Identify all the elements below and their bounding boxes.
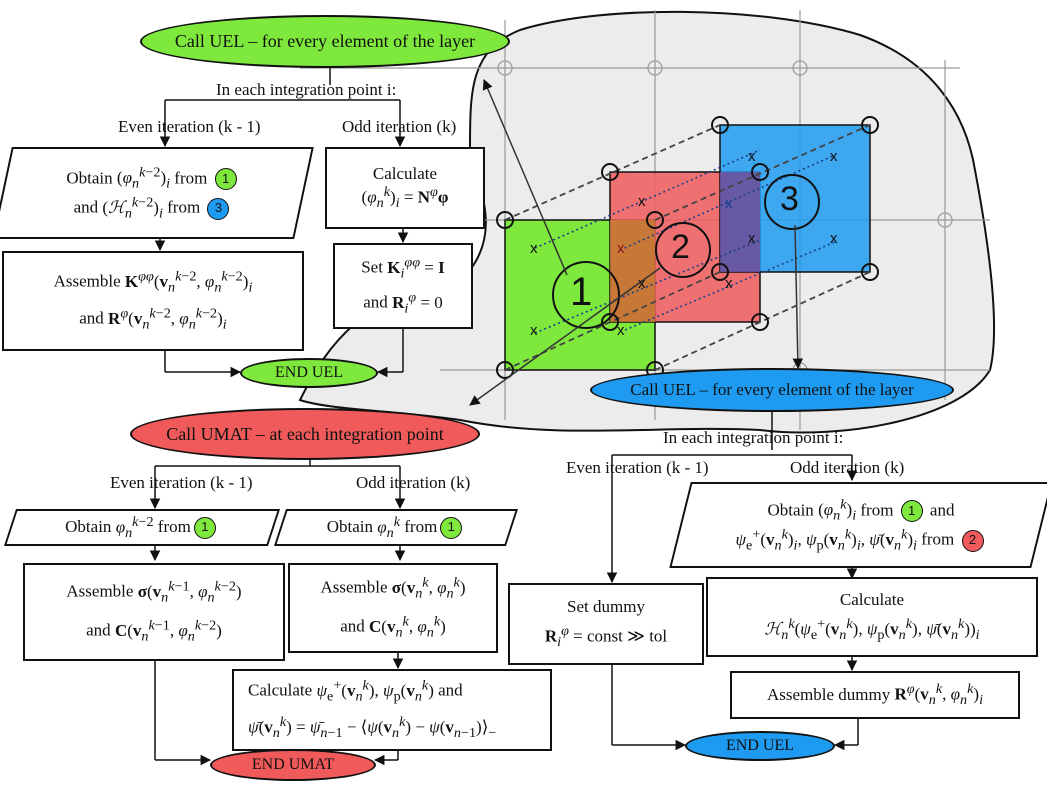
set-identity-box: Set Kiφφ = I and Riφ = 0 xyxy=(333,243,473,329)
right-connectors xyxy=(606,410,859,751)
obtain-line-1: Obtain (φnk−2)i from 1 xyxy=(66,164,239,193)
x-marker: x xyxy=(638,275,646,292)
element-nodes xyxy=(496,116,879,379)
badge-1: 1 xyxy=(440,516,463,539)
overlap-2-3 xyxy=(720,172,760,272)
set-dummy-box: Set dummy Riφ = const ≫ tol xyxy=(508,583,704,665)
end-uel-blue: END UEL xyxy=(685,731,835,761)
x-marker: x xyxy=(638,193,646,210)
assemble-stiffness-box: Assemble Kφφ(vnk−2, φnk−2)i and Rφ(vnk−2… xyxy=(2,251,304,351)
badge-2: 2 xyxy=(961,529,984,552)
uel-green-header: Call UEL – for every element of the laye… xyxy=(140,15,510,68)
x-marker: x xyxy=(617,240,625,257)
even-iteration-label: Even iteration (k - 1) xyxy=(118,117,261,136)
x-marker: x xyxy=(725,195,733,212)
pointer-lines xyxy=(469,79,804,406)
uel-blue-header: Call UEL – for every element of the laye… xyxy=(590,368,954,412)
end-umat-red: END UMAT xyxy=(210,749,376,781)
layer-1-number: 1 xyxy=(570,270,593,314)
x-marker: x xyxy=(617,322,625,339)
calc-formula: (φnk)i = Nφφ xyxy=(361,184,449,212)
layer-circles xyxy=(552,174,820,329)
x-marker: x xyxy=(530,240,538,257)
even-iteration-label: Even iteration (k - 1) xyxy=(110,473,253,492)
odd-iteration-label: Odd iteration (k) xyxy=(356,473,471,492)
badge-1: 1 xyxy=(193,516,216,539)
badge-1: 1 xyxy=(214,168,237,191)
grid-nodes xyxy=(497,60,953,378)
umat-assemble-odd-box: Assemble σ(vnk, φnk) and C(vnk, φnk) xyxy=(288,563,498,653)
top-left-connectors xyxy=(154,68,409,378)
calculate-label: Calculate xyxy=(372,164,438,183)
x-marker: x xyxy=(725,275,733,292)
end-uel-green: END UEL xyxy=(240,358,378,388)
odd-iteration-label: Odd iteration (k) xyxy=(790,458,905,477)
dotted-connectors xyxy=(534,149,836,334)
obtain-history-box: Obtain (φnk−2)i from 1 and (ℋnk−2)i from… xyxy=(0,147,314,239)
integration-point-label: In each integration point i: xyxy=(663,428,844,447)
calculate-label: Calculate xyxy=(839,590,905,609)
badge-1: 1 xyxy=(900,500,923,523)
obtain-line-2: and (ℋnk−2)i from 3 xyxy=(74,193,233,222)
x-marker: x xyxy=(748,148,756,165)
set-dummy-label: Set dummy xyxy=(567,597,645,616)
badge-3: 3 xyxy=(207,197,230,220)
calculate-phase-box: Calculate (φnk)i = Nφφ xyxy=(325,147,485,229)
layer-2-number: 2 xyxy=(671,228,690,266)
x-marker: x xyxy=(830,148,838,165)
umat-assemble-even-box: Assemble σ(vnk−1, φnk−2) and C(vnk−1, φn… xyxy=(23,563,285,661)
right-calculate-box: Calculate ℋnk(ψe+(vnk), ψp(vnk), ψ̄(vnk)… xyxy=(706,577,1038,657)
even-iteration-label: Even iteration (k - 1) xyxy=(566,458,709,477)
x-marker: x xyxy=(830,230,838,247)
integration-point-label: In each integration point i: xyxy=(216,80,397,99)
dashed-connectors xyxy=(504,124,871,371)
x-marker: x xyxy=(530,322,538,339)
mid-left-connectors xyxy=(149,458,406,766)
umat-red-header: Call UMAT – at each integration point xyxy=(130,408,480,460)
x-marker: x xyxy=(748,230,756,247)
right-obtain-box: Obtain (φnk)i from 1 and ψe+(vnk)i, ψp(v… xyxy=(669,482,1047,568)
layer-3-number: 3 xyxy=(780,180,799,218)
assemble-dummy-box: Assemble dummy Rφ(vnk, φnk)i xyxy=(730,671,1020,719)
umat-calculate-energy-box: Calculate ψe+(vnk), ψp(vnk) and ψ̄(vnk) … xyxy=(232,669,552,751)
umat-obtain-odd-box: Obtain φnk from 1 xyxy=(273,509,519,546)
umat-obtain-even-box: Obtain φnk−2 from 1 xyxy=(3,509,281,546)
odd-iteration-label: Odd iteration (k) xyxy=(342,117,457,136)
